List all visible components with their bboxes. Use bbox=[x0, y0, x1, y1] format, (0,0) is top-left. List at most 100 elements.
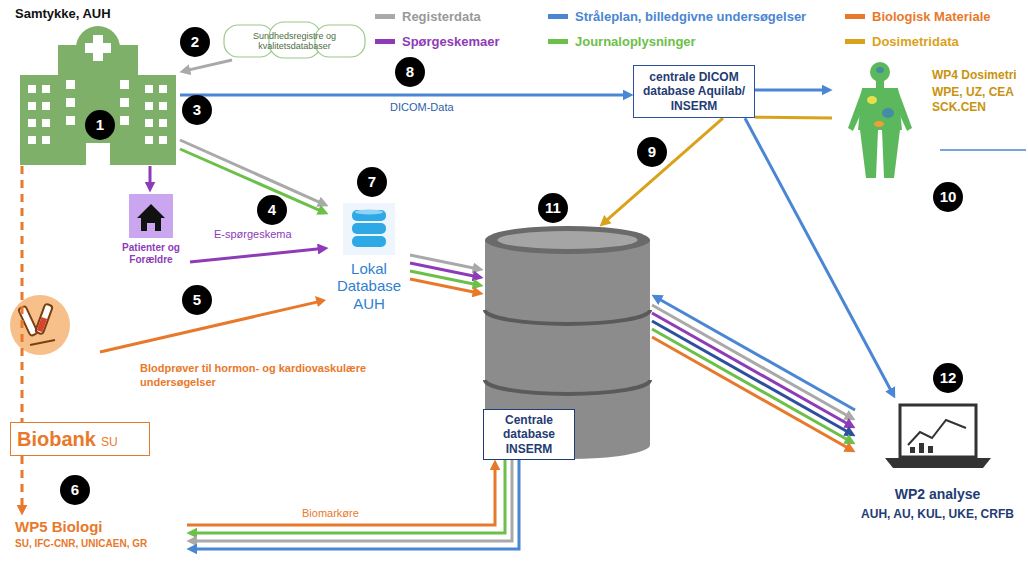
arrow-note: Blodprøver til hormon- og kardiovaskulær… bbox=[140, 362, 375, 390]
callout-number: 11 bbox=[538, 193, 568, 223]
node-title: WP2 analyse bbox=[895, 486, 981, 503]
laptop-icon bbox=[885, 405, 991, 468]
legend-swatch bbox=[845, 14, 865, 19]
central-database-cylinder bbox=[498, 231, 638, 249]
node-label: Patienter og Forældre bbox=[112, 242, 190, 266]
data-flow-arrow bbox=[180, 149, 323, 212]
blood-sample-arrow bbox=[100, 301, 320, 352]
hospital-icon bbox=[120, 116, 129, 125]
body-phantom-figure bbox=[940, 149, 1026, 151]
central-database-cylinder bbox=[485, 380, 650, 394]
body-phantom-figure bbox=[882, 130, 900, 178]
data-flow-arrow bbox=[652, 313, 850, 425]
laptop-icon bbox=[900, 405, 976, 457]
body-phantom-figure bbox=[874, 121, 884, 127]
database-icon bbox=[343, 203, 395, 255]
hospital-icon bbox=[159, 119, 167, 127]
database-icon bbox=[355, 210, 383, 215]
blood-sample-icon bbox=[30, 340, 55, 345]
data-flow-arrow bbox=[652, 321, 850, 433]
partner-list: SU, IFC-CNR, UNICAEN, GR bbox=[15, 538, 147, 550]
hospital-icon bbox=[145, 119, 153, 127]
dosimetry-node: WP4 DosimetriWPE, UZ, CEA SCK.CEN bbox=[832, 58, 1026, 183]
data-flow-arrow bbox=[193, 460, 512, 541]
body-phantom-figure bbox=[848, 62, 912, 178]
data-flow-arrow bbox=[410, 263, 477, 277]
database-icon bbox=[352, 236, 386, 247]
legend-label: Registerdata bbox=[402, 9, 481, 24]
patients-node: Patienter og Forældre bbox=[112, 192, 190, 266]
hospital-icon bbox=[120, 80, 129, 89]
legend-label: Dosimetridata bbox=[872, 34, 959, 49]
hospital-icon bbox=[159, 102, 167, 110]
blood-sample-icon bbox=[10, 295, 70, 355]
partner-list: AUH, AU, KUL, UKE, CRFB bbox=[861, 507, 1014, 521]
body-phantom-figure bbox=[867, 96, 877, 104]
body-phantom-figure bbox=[876, 67, 884, 73]
callout-number: 1 bbox=[85, 110, 115, 140]
callout-number: 4 bbox=[257, 195, 287, 225]
data-flow-arrow bbox=[21, 456, 24, 509]
legend-swatch bbox=[548, 39, 568, 44]
legend-entry: Registerdata bbox=[375, 9, 481, 24]
data-flow-arrow bbox=[652, 329, 850, 441]
home-icon bbox=[129, 194, 173, 238]
callout-number: 12 bbox=[933, 363, 963, 393]
legend-label: Spørgeskemaer bbox=[402, 34, 500, 49]
data-flow-arrow bbox=[652, 337, 850, 449]
legend-label: Biologisk Materiale bbox=[872, 9, 990, 24]
home-icon bbox=[129, 194, 173, 238]
hospital-icon bbox=[28, 85, 36, 93]
hospital-icon bbox=[76, 26, 120, 70]
hospital-icon bbox=[20, 26, 176, 165]
central-database-node: Centrale database INSERM bbox=[483, 226, 652, 460]
central-database-cylinder bbox=[485, 226, 650, 254]
legend-swatch bbox=[375, 14, 395, 19]
body-phantom-figure bbox=[848, 62, 1026, 178]
central-database-cylinder bbox=[485, 310, 650, 324]
edge-label: Biomarkøre bbox=[300, 507, 361, 519]
data-flow-arrow bbox=[410, 271, 477, 285]
callout-number: 7 bbox=[357, 167, 387, 197]
data-flow-arrow bbox=[745, 118, 892, 393]
hospital-icon bbox=[120, 98, 129, 107]
laptop-icon bbox=[885, 458, 991, 468]
database-icon bbox=[343, 203, 395, 255]
hospital-icon bbox=[145, 136, 153, 144]
node-subtitle: SU bbox=[101, 435, 118, 449]
hospital-icon bbox=[42, 85, 50, 93]
hospital-icon bbox=[136, 75, 176, 165]
legend-swatch bbox=[548, 14, 568, 19]
callout-number: 9 bbox=[637, 137, 667, 167]
hospital-icon bbox=[28, 136, 36, 144]
body-phantom-figure bbox=[882, 108, 894, 118]
callout-number: 6 bbox=[60, 475, 90, 505]
hospital-icon bbox=[159, 136, 167, 144]
blood-sample-arrow bbox=[315, 296, 326, 307]
data-flow-arrow bbox=[755, 116, 832, 120]
hospital-icon bbox=[86, 143, 110, 165]
callout-number: 2 bbox=[180, 27, 210, 57]
callout-number: 5 bbox=[182, 285, 212, 315]
hospital-icon bbox=[42, 102, 50, 110]
hospital-icon bbox=[85, 43, 111, 53]
partner-list: WPE, UZ, CEA SCK.CEN bbox=[932, 85, 1024, 114]
data-flow-arrow bbox=[605, 118, 723, 222]
node-title: WP4 Dosimetri bbox=[932, 68, 1017, 82]
home-icon bbox=[137, 204, 165, 231]
legend-entry: Journaloplysninger bbox=[548, 34, 696, 49]
data-flow-arrow bbox=[410, 279, 477, 293]
hospital-icon bbox=[66, 98, 75, 107]
laptop-icon bbox=[919, 443, 924, 453]
data-flow-arrow bbox=[190, 249, 322, 262]
data-flow-arrow bbox=[187, 466, 495, 525]
hospital-icon bbox=[66, 80, 75, 89]
laptop-icon bbox=[910, 447, 915, 453]
hospital-icon bbox=[28, 102, 36, 110]
callout-number: 10 bbox=[933, 182, 963, 212]
edge-label: E-spørgeskema bbox=[212, 228, 294, 240]
